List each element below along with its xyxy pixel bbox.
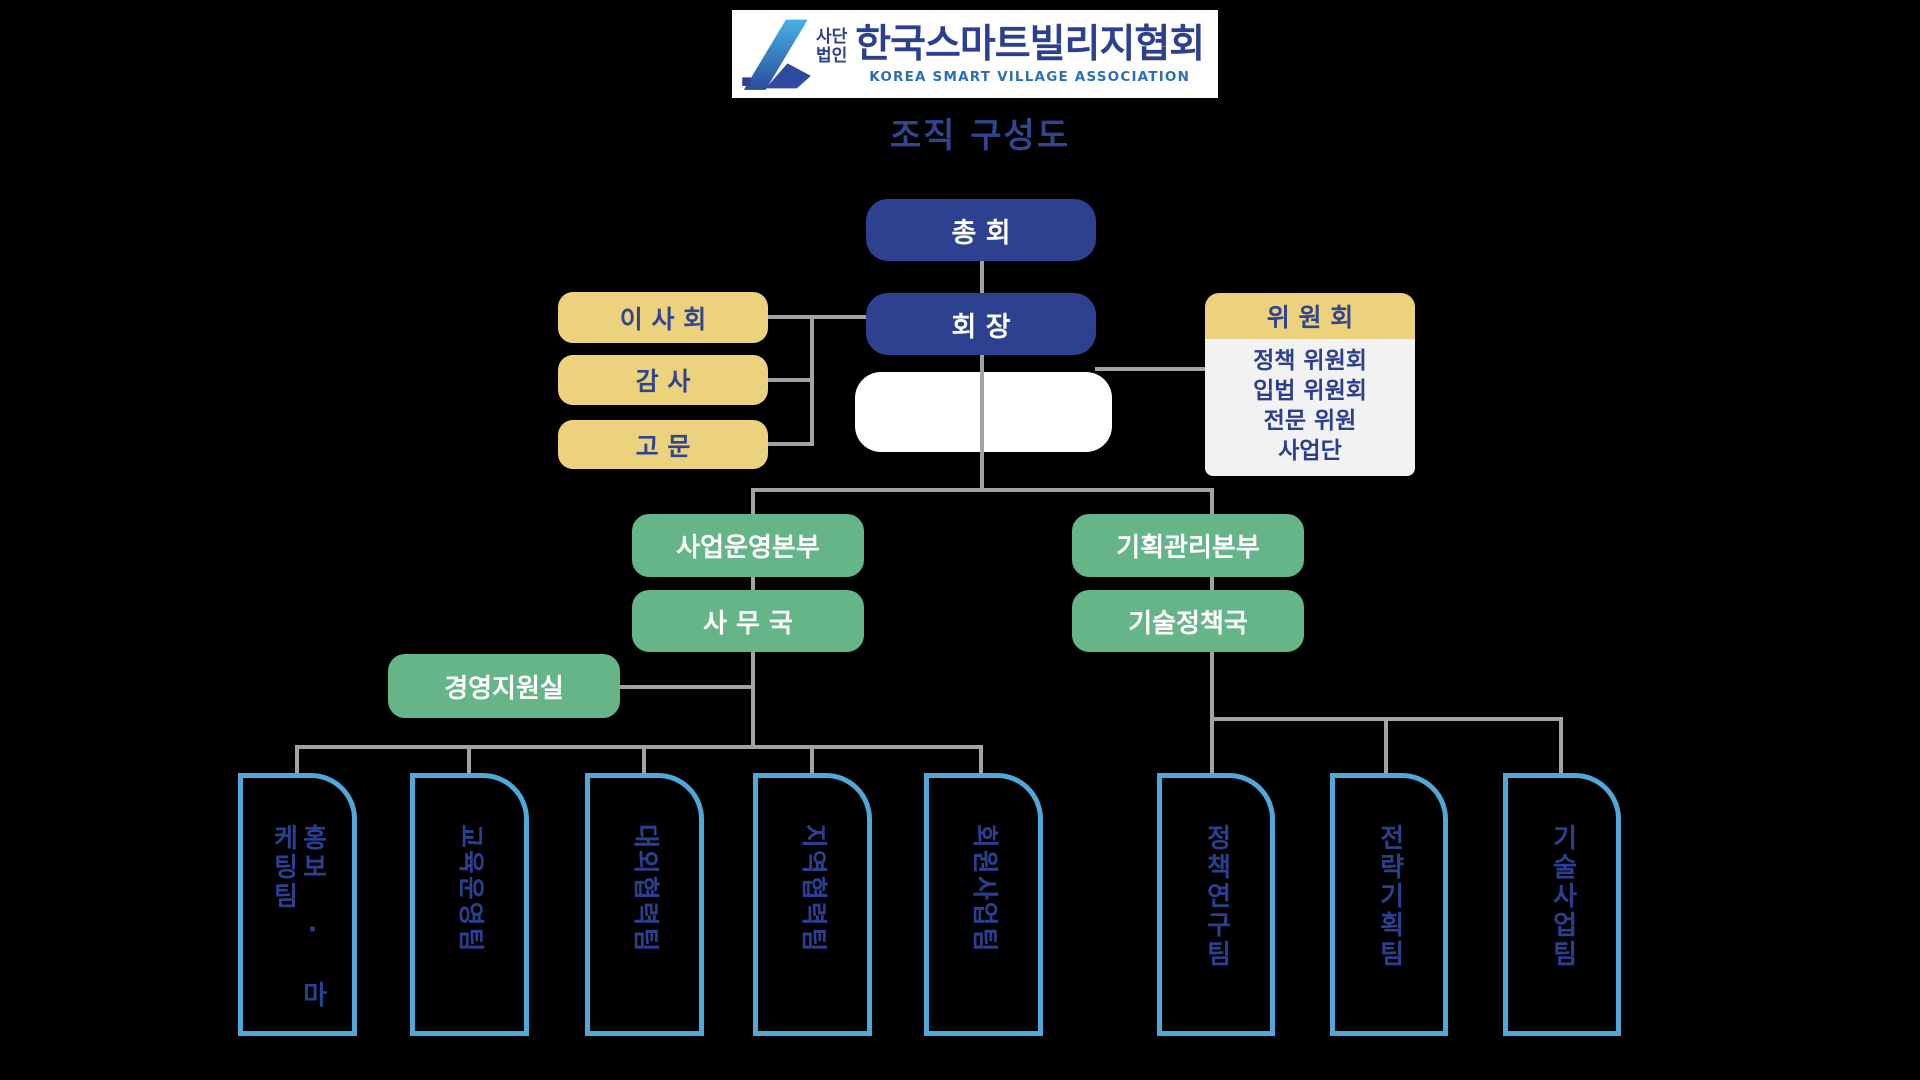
team-strategic-planning: 전략기획팀 [1330,773,1448,1036]
connector-office-teams-right [1210,652,1214,721]
node-committee: 위 원 회 정책 위원회 입법 위원회 전문 위원 사업단 [1205,293,1415,476]
ksva-logo-icon [742,19,811,90]
committee-item: 사업단 [1278,438,1342,464]
node-auditor: 감 사 [558,355,768,405]
team-label: 지역협력팀 [798,824,829,954]
team-membership-business: 회원사업팀 [924,773,1043,1036]
logo-panel: 사단 법인 한국스마트빌리지협회 KOREA SMART VILLAGE ASS… [732,10,1218,98]
team-pr-marketing: 홍보 · 마케팅팀 [238,773,357,1036]
committee-item: 전문 위원 [1263,408,1357,434]
connector-chairman-down [980,355,984,492]
connector-hq-office-right [1210,577,1214,590]
committee-body: 정책 위원회 입법 위원회 전문 위원 사업단 [1205,339,1415,476]
logo-text: 한국스마트빌리지협회 KOREA SMART VILLAGE ASSOCIATI… [855,22,1205,85]
connector-hq-office-left [751,577,755,590]
connector-auditor [768,378,812,382]
drop-team-6 [1210,717,1214,773]
org-type-line1: 사단 [816,26,848,47]
team-label: 회원사업팀 [969,824,1000,954]
drop-team-8 [1559,717,1563,773]
node-general-assembly: 총 회 [866,199,1096,261]
connector-assembly-chairman [980,261,984,294]
team-label: 홍보 · 마케팅팀 [268,824,328,1010]
team-policy-research: 정책연구팀 [1157,773,1275,1036]
node-tech-policy-bureau: 기술정책국 [1072,590,1304,652]
team-label: 전략기획팀 [1374,824,1405,969]
committee-item: 입법 위원회 [1253,378,1367,404]
drop-team-5 [979,745,983,773]
connector-drop-right-hq [1210,488,1214,514]
org-type-label: 사단 법인 [816,26,848,66]
node-advisor: 고 문 [558,420,768,469]
connector-drop-left-hq [751,488,755,514]
connector-left-group-vertical [810,315,814,446]
team-external-cooperation: 대외협력팀 [585,773,704,1036]
committee-header: 위 원 회 [1205,293,1415,339]
page-title: 조직 구성도 [889,116,1071,156]
connector-distribution [751,488,1214,492]
node-management-support-office: 경영지원실 [388,654,620,718]
node-board: 이 사 회 [558,292,768,343]
committee-item: 정책 위원회 [1253,348,1367,374]
org-type-line2: 법인 [816,46,848,66]
team-regional-cooperation: 지역협력팀 [753,773,872,1036]
node-business-operations-hq: 사업운영본부 [632,514,864,577]
drop-team-4 [810,745,814,773]
team-label: 정책연구팀 [1201,824,1232,969]
org-name: 한국스마트빌리지협회 [855,22,1205,68]
drop-team-2 [467,745,471,773]
team-label: 교육운영팀 [455,824,486,954]
connector-committee [1095,367,1205,371]
drop-team-3 [642,745,646,773]
team-label: 기술사업팀 [1547,824,1578,969]
team-education-operations: 교육운영팀 [410,773,529,1036]
org-name-english: KOREA SMART VILLAGE ASSOCIATION [869,68,1191,85]
connector-board [768,315,866,319]
connector-support-office [620,685,753,689]
node-chairman: 회 장 [866,293,1096,355]
team-technology-business: 기술사업팀 [1503,773,1621,1036]
drop-team-1 [295,745,299,773]
node-planning-management-hq: 기획관리본부 [1072,514,1304,577]
connector-advisor [768,442,812,446]
drop-team-7 [1384,717,1388,773]
team-label: 대외협력팀 [630,824,661,954]
connector-teams-left [295,745,983,749]
connector-office-teams-left [751,652,755,747]
node-secretariat: 사 무 국 [632,590,864,652]
